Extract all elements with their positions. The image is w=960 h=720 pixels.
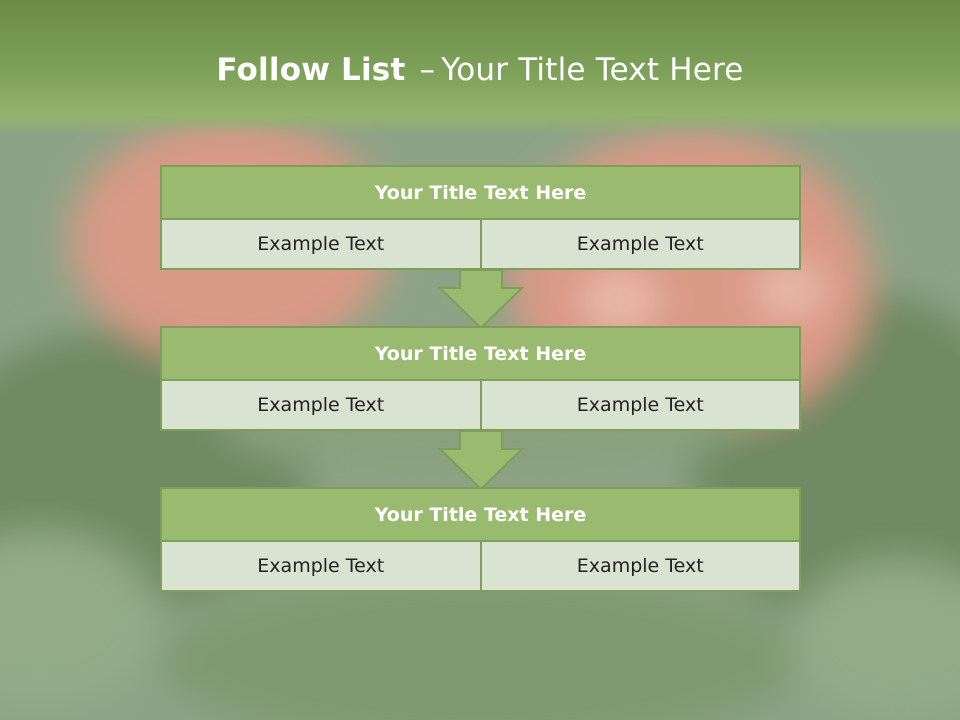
block-title: Your Title Text Here [160,326,801,381]
block-cells: Example Text Example Text [160,220,801,270]
block-cell-left: Example Text [160,542,482,592]
list-block-2: Your Title Text Here Example Text Exampl… [160,326,801,431]
list-block-1: Your Title Text Here Example Text Exampl… [160,165,801,270]
block-cell-left: Example Text [160,381,482,431]
title-band [0,0,960,135]
block-title: Your Title Text Here [160,487,801,542]
down-arrow-icon [438,270,524,330]
block-cell-right: Example Text [481,542,801,592]
block-title: Your Title Text Here [160,165,801,220]
slide-title: Follow List–Your Title Text Here [0,52,960,88]
block-cell-left: Example Text [160,220,482,270]
list-block-3: Your Title Text Here Example Text Exampl… [160,487,801,592]
slide-title-rest: Your Title Text Here [441,52,744,88]
down-arrow-icon [438,431,524,491]
block-cells: Example Text Example Text [160,542,801,592]
slide-title-dash: – [419,52,436,88]
block-cells: Example Text Example Text [160,381,801,431]
block-cell-right: Example Text [481,381,801,431]
block-cell-right: Example Text [481,220,801,270]
slide-title-bold: Follow List [216,52,406,88]
